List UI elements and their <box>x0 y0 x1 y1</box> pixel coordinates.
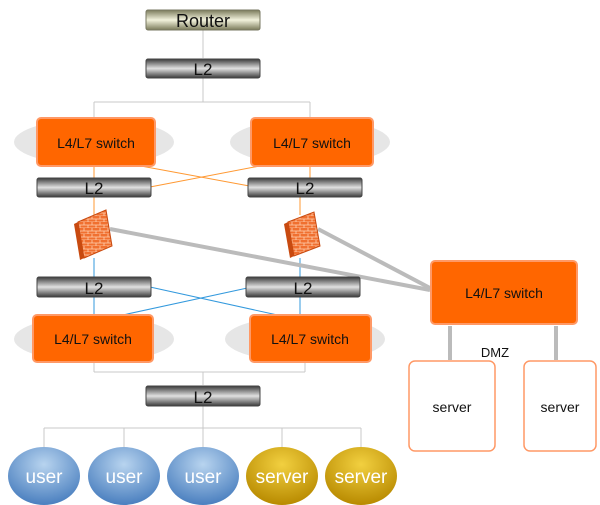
dmz-server-2-box <box>523 360 597 452</box>
endpoint-server-2[interactable]: server <box>325 447 397 505</box>
user-2-bubble <box>88 447 160 505</box>
l2-mid-left-box <box>36 177 152 198</box>
l2-low-left-box <box>36 276 152 298</box>
grey-links <box>43 30 362 448</box>
router-box <box>145 9 261 31</box>
firewall-left-icon <box>77 209 113 259</box>
firewall-right-side <box>284 222 294 258</box>
switch-low-right-box <box>249 314 372 363</box>
l2-mid-left[interactable]: L2 <box>36 177 152 198</box>
firewall-left-dmz-link <box>109 227 431 292</box>
orange-links <box>93 163 311 215</box>
dmz-label: DMZ <box>481 345 509 360</box>
switch-top-left[interactable]: L4/L7 switch <box>36 117 156 167</box>
blue-link-cross-2 <box>117 286 253 317</box>
server-2-label: server <box>335 467 388 488</box>
l2-low-right-box <box>245 276 361 298</box>
user-1-label: user <box>26 467 64 488</box>
l2-mid-right-label: L2 <box>296 179 315 198</box>
switch-top-left-box <box>36 117 156 167</box>
dmz-server-2-label: server <box>541 399 580 415</box>
endpoint-user-1[interactable]: user <box>8 447 80 505</box>
user-2-label: user <box>106 467 144 488</box>
server-1-bubble <box>246 447 318 505</box>
l2-mid-right[interactable]: L2 <box>247 177 363 198</box>
user-1-bubble <box>8 447 80 505</box>
switch-low-right[interactable]: L4/L7 switch <box>249 314 372 363</box>
switch-dmz-box <box>430 260 578 325</box>
switch-top-right-label: L4/L7 switch <box>273 135 351 151</box>
firewall-right[interactable] <box>284 211 321 258</box>
l2-bottom[interactable]: L2 <box>145 385 261 407</box>
l2-mid-left-label: L2 <box>85 179 104 198</box>
router-label: Router <box>176 11 230 31</box>
firewall-right-dmz-link <box>317 227 431 290</box>
user-3-bubble <box>167 447 239 505</box>
l2-bottom-label: L2 <box>194 388 213 407</box>
switch-dmz-label: L4/L7 switch <box>465 285 543 301</box>
server-2-bubble <box>325 447 397 505</box>
endpoint-server-1[interactable]: server <box>246 447 318 505</box>
switch-low-left-box <box>32 314 154 363</box>
l2-low-left[interactable]: L2 <box>36 276 152 298</box>
orange-link-cross-2 <box>149 163 271 188</box>
blue-links <box>93 258 301 317</box>
endpoint-user-3[interactable]: user <box>167 447 239 505</box>
firewall-left-side <box>74 222 84 260</box>
server-1-label: server <box>256 467 309 488</box>
dmz-server-1-box <box>408 360 496 452</box>
switch-low-left-label: L4/L7 switch <box>54 331 132 347</box>
dmz-server-1[interactable]: server <box>408 360 496 452</box>
l2-bottom-box <box>145 385 261 407</box>
l2-low-right[interactable]: L2 <box>245 276 361 298</box>
switch-low-right-label: L4/L7 switch <box>271 331 349 347</box>
switch-low-left[interactable]: L4/L7 switch <box>32 314 154 363</box>
switch-dmz[interactable]: L4/L7 switch <box>430 260 578 325</box>
l2-low-right-label: L2 <box>294 279 313 298</box>
l2-low-left-label: L2 <box>85 279 104 298</box>
endpoint-user-2[interactable]: user <box>88 447 160 505</box>
l2-top-box <box>145 58 261 79</box>
blue-link-cross-1 <box>149 286 283 317</box>
firewall-dmz-links <box>109 227 558 360</box>
dmz-server-1-label: server <box>433 399 472 415</box>
switch-top-right[interactable]: L4/L7 switch <box>250 117 374 167</box>
orange-link-cross-1 <box>129 163 256 188</box>
switch-top-left-label: L4/L7 switch <box>57 135 135 151</box>
firewall-left[interactable] <box>74 209 113 260</box>
dmz-server-2[interactable]: server <box>523 360 597 452</box>
l2-top[interactable]: L2 <box>145 58 261 79</box>
l2-top-label: L2 <box>194 60 213 79</box>
router[interactable]: Router <box>145 9 261 31</box>
user-3-label: user <box>185 467 223 488</box>
l2-mid-right-box <box>247 177 363 198</box>
switch-top-right-box <box>250 117 374 167</box>
